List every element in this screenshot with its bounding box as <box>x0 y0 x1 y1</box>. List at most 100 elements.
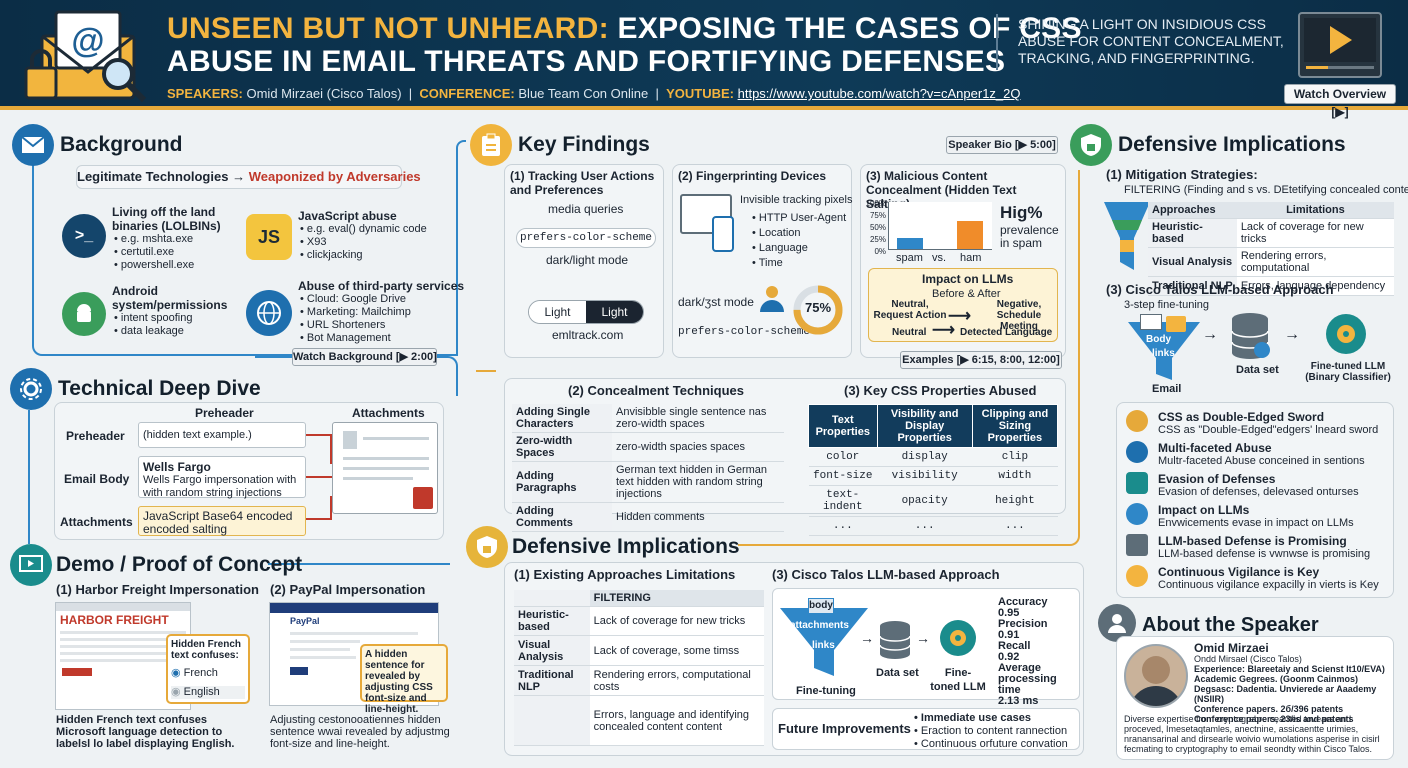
funnel-item-body: body <box>808 598 834 614</box>
def-center-title: Defensive Implications <box>512 535 740 558</box>
attachments-value: JavaScript Base64 encoded encoded saltin… <box>138 506 306 536</box>
mal-bar-spam <box>897 238 923 249</box>
database-icon <box>879 621 911 659</box>
lim-title: (1) Existing Approaches Limitations <box>514 567 736 582</box>
def-right-title: Defensive Implications <box>1118 133 1346 156</box>
table-row: Errors, language and identifying conceal… <box>514 695 764 746</box>
screen-play-icon <box>10 544 52 586</box>
preheader-value: (hidden text example.) <box>138 422 306 448</box>
network-icon <box>1126 441 1148 463</box>
tracking-mq: media queries <box>548 202 624 216</box>
hf-callout: Hidden French text confuses: ◉ French ◉ … <box>166 634 250 704</box>
arrow-icon: → <box>1202 326 1218 343</box>
fp-code: prefers-color-scheme <box>678 326 811 338</box>
person-icon <box>760 286 784 314</box>
llm-l1: Neutral, Request Action <box>873 299 947 321</box>
lightbulb-icon <box>1126 565 1148 587</box>
brain-icon <box>940 620 976 656</box>
fp-list: HTTP User-AgentLocationLanguageTime <box>752 211 846 271</box>
pp-title: (2) PayPal Impersonation <box>270 582 426 597</box>
mal-bar-ham <box>957 221 983 249</box>
llm-r1: Negative, Schedule Meeting <box>996 299 1042 332</box>
funnel-icon <box>780 608 868 676</box>
connector-down <box>28 410 30 544</box>
llm-label: Fine-toned LLM <box>930 667 986 693</box>
tracking-panel <box>504 164 664 358</box>
checklist-icon <box>1126 534 1148 556</box>
email-body-box: Wells Fargo Wells Fargo impersonation wi… <box>138 456 306 499</box>
mal-ham-label: ham <box>960 252 982 264</box>
arrow-icon: ⟶ <box>948 308 971 325</box>
key-findings-title: Key Findings <box>518 133 650 156</box>
lolbins-list: e.g. mshta.execertutil.exepowershell.exe <box>114 233 194 272</box>
tracking-code: prefers-color-scheme <box>516 228 656 248</box>
fine-tuning-label: Fine-tuning <box>796 685 856 697</box>
connector-demo <box>268 563 450 565</box>
speaker-bio: Diverse expertise from cryptogrebre cean… <box>1124 714 1380 754</box>
lock-icon <box>24 66 58 100</box>
shield-lock-icon <box>466 526 508 568</box>
fingerprinting-title: (2) Fingerprinting Devices <box>678 169 827 183</box>
android-list: intent spoofingdata leakage <box>114 312 193 338</box>
fp-pixels: Invisible tracking pixels <box>740 194 853 206</box>
funnel-icon <box>1104 202 1150 270</box>
fp-mode: dark/ʒst mode <box>678 295 754 309</box>
llm-impact-box <box>868 268 1058 342</box>
row-attachments: Attachments <box>60 515 133 529</box>
attachment-document-icon <box>332 422 438 514</box>
watch-background-button[interactable]: Watch Background [▶ 2:00] <box>292 348 437 366</box>
tracking-mode: dark/light mode <box>546 253 629 267</box>
video-play-icon[interactable] <box>1298 12 1382 78</box>
arrow-3 <box>306 496 332 520</box>
hf-title: (1) Harbor Freight Impersonation <box>56 582 259 597</box>
takeaways-panel <box>1116 402 1394 598</box>
background-banner: Legitimate Technologies → Weaponized by … <box>76 165 421 189</box>
youtube-link[interactable]: https://www.youtube.com/watch?v=cAnper1z… <box>737 86 1021 101</box>
deep-dive-title: Technical Deep Dive <box>58 377 261 400</box>
arrow-2 <box>306 476 332 478</box>
talos-right-title: (3) Cisco Talos LLM-based Approach <box>1106 282 1334 297</box>
arrow-icon: ⟶ <box>932 322 955 339</box>
device-monitor-icon <box>680 194 732 234</box>
person-icon <box>1098 604 1136 642</box>
row-email-body: Email Body <box>64 472 130 486</box>
connector-findings <box>476 370 496 372</box>
lolbins-title: Living off the land binaries (LOLBINs) <box>112 205 221 233</box>
table-row: FILTERING <box>514 590 764 607</box>
speaker-title: About the Speaker <box>1142 614 1319 636</box>
speaker-bio-button[interactable]: Speaker Bio [▶ 5:00] <box>946 136 1058 154</box>
light-dark-toggle[interactable]: Light Light <box>528 300 644 324</box>
tracking-domain: emltrack.com <box>552 328 624 342</box>
email-label: Email <box>1152 383 1182 395</box>
watch-overview-button[interactable]: Watch Overview [▶] <box>1284 84 1396 119</box>
talos-right-sub: 3-step fine-tuning <box>1124 299 1209 311</box>
speaker-name: Omid Mirzaei <box>1194 641 1269 655</box>
shield-icon <box>1126 472 1148 494</box>
fp-percent: 75% <box>804 300 832 315</box>
fp-donut <box>793 285 843 335</box>
mal-prevalence: prevalence in spam <box>1000 223 1059 250</box>
avatar <box>1124 644 1188 708</box>
examples-button[interactable]: Examples [▶ 6:15, 8:00, 12:00] <box>900 351 1062 369</box>
background-title: Background <box>60 133 183 156</box>
funnel-item-attachments: attachments <box>790 620 849 631</box>
mal-spam-label: spam <box>896 252 923 264</box>
